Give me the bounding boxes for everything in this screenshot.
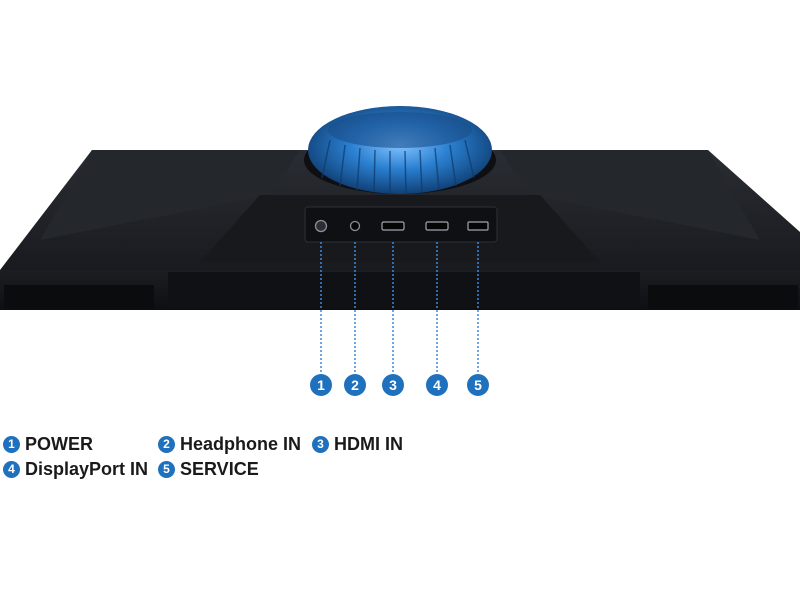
legend-label: Headphone IN (180, 433, 302, 454)
legend-item-service: 5 SERVICE (158, 457, 259, 481)
callout-2: 2 (344, 374, 366, 396)
callout-5: 5 (467, 374, 489, 396)
legend-item-headphone: 2 Headphone IN (158, 432, 301, 456)
legend-item-displayport: 4 DisplayPort IN (3, 457, 148, 481)
power-port-icon (314, 219, 328, 233)
left-vent (4, 285, 154, 309)
hdmi-port-icon (381, 221, 405, 231)
callout-3: 3 (382, 374, 404, 396)
legend-label: SERVICE (180, 458, 259, 479)
stand-ring-ribs (321, 139, 475, 194)
legend-item-hdmi: 3 HDMI IN (312, 432, 403, 456)
displayport-port-icon (425, 221, 449, 231)
legend-number: 4 (3, 460, 20, 478)
service-port-icon (467, 221, 489, 231)
left-shoulder (40, 150, 300, 240)
legend-number: 5 (158, 460, 175, 478)
legend-item-power: 1 POWER (3, 432, 93, 456)
right-vent (648, 285, 798, 309)
stand-ring-top (328, 112, 472, 148)
callout-4: 4 (426, 374, 448, 396)
right-shoulder (500, 150, 760, 240)
legend-number: 1 (3, 435, 20, 453)
callout-1: 1 (310, 374, 332, 396)
legend-label: POWER (25, 433, 94, 454)
legend-number: 3 (312, 435, 329, 453)
legend-number: 2 (158, 435, 175, 453)
headphone-port-icon (349, 220, 361, 232)
callout-lines (320, 242, 479, 373)
legend-label: HDMI IN (334, 433, 403, 454)
center-vent (168, 272, 640, 308)
legend-label: DisplayPort IN (25, 458, 149, 479)
